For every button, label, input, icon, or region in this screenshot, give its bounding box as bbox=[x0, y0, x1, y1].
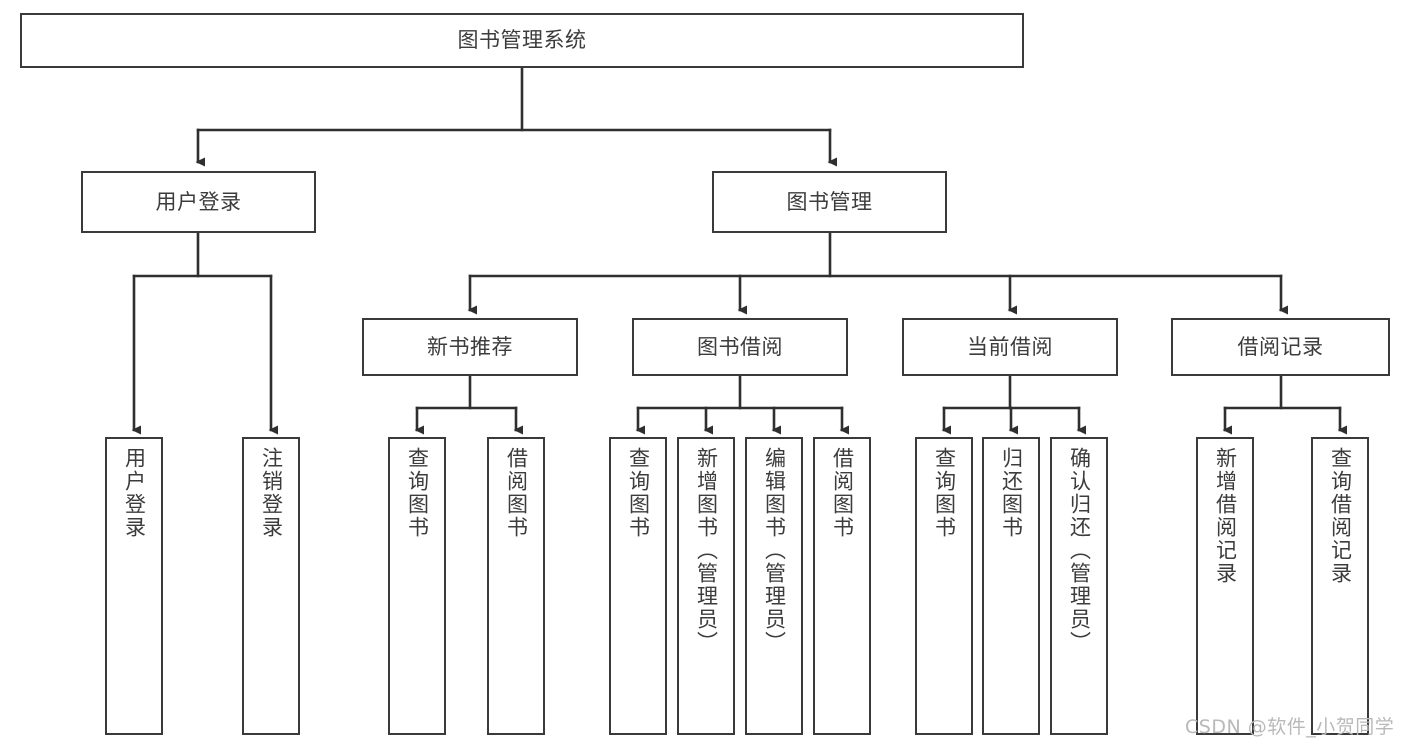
leaf-user-login[interactable]: 用户登录 bbox=[105, 437, 163, 735]
leaf-return-book-label: 归还图书 bbox=[999, 447, 1024, 539]
leaf-user-login-label: 用户登录 bbox=[122, 447, 147, 539]
node-borrow-record[interactable]: 借阅记录 bbox=[1171, 318, 1390, 376]
leaf-logout-login[interactable]: 注销登录 bbox=[242, 437, 300, 735]
node-book-borrow[interactable]: 图书借阅 bbox=[632, 318, 848, 376]
leaf-add-record-label: 新增借阅记录 bbox=[1213, 447, 1238, 585]
leaf-query-book-3[interactable]: 查询图书 bbox=[915, 437, 973, 735]
leaf-query-book-2-label: 查询图书 bbox=[626, 447, 651, 539]
leaf-query-book-1[interactable]: 查询图书 bbox=[388, 437, 446, 735]
node-book-management-label: 图书管理 bbox=[786, 189, 873, 214]
leaf-add-book-label: 新增图书（管理员） bbox=[694, 447, 719, 654]
watermark: CSDN @软件_小贺同学 bbox=[1185, 716, 1395, 738]
node-root[interactable]: 图书管理系统 bbox=[20, 13, 1024, 68]
node-root-label: 图书管理系统 bbox=[457, 28, 587, 53]
leaf-edit-book[interactable]: 编辑图书（管理员） bbox=[745, 437, 803, 735]
leaf-borrow-book-2-label: 借阅图书 bbox=[830, 447, 855, 539]
node-current-borrow-label: 当前借阅 bbox=[967, 334, 1053, 359]
leaf-confirm-return-label: 确认归还（管理员） bbox=[1067, 447, 1092, 654]
node-user-login[interactable]: 用户登录 bbox=[81, 171, 316, 233]
leaf-logout-login-label: 注销登录 bbox=[259, 447, 284, 539]
leaf-query-book-1-label: 查询图书 bbox=[405, 447, 430, 539]
leaf-borrow-book-2[interactable]: 借阅图书 bbox=[813, 437, 871, 735]
leaf-query-book-2[interactable]: 查询图书 bbox=[609, 437, 667, 735]
node-book-management[interactable]: 图书管理 bbox=[712, 171, 947, 233]
leaf-query-record-label: 查询借阅记录 bbox=[1328, 447, 1353, 585]
node-new-book-recommend[interactable]: 新书推荐 bbox=[362, 318, 578, 376]
leaf-query-book-3-label: 查询图书 bbox=[932, 447, 957, 539]
leaf-borrow-book-1-label: 借阅图书 bbox=[504, 447, 529, 539]
leaf-edit-book-label: 编辑图书（管理员） bbox=[762, 447, 787, 654]
leaf-query-record[interactable]: 查询借阅记录 bbox=[1311, 437, 1369, 735]
node-book-borrow-label: 图书借阅 bbox=[697, 334, 783, 359]
node-current-borrow[interactable]: 当前借阅 bbox=[902, 318, 1118, 376]
leaf-return-book[interactable]: 归还图书 bbox=[982, 437, 1040, 735]
node-user-login-label: 用户登录 bbox=[155, 189, 242, 214]
leaf-add-record[interactable]: 新增借阅记录 bbox=[1196, 437, 1254, 735]
node-borrow-record-label: 借阅记录 bbox=[1237, 334, 1324, 359]
leaf-confirm-return[interactable]: 确认归还（管理员） bbox=[1050, 437, 1108, 735]
leaf-add-book[interactable]: 新增图书（管理员） bbox=[677, 437, 735, 735]
leaf-borrow-book-1[interactable]: 借阅图书 bbox=[487, 437, 545, 735]
node-new-book-recommend-label: 新书推荐 bbox=[427, 334, 513, 359]
